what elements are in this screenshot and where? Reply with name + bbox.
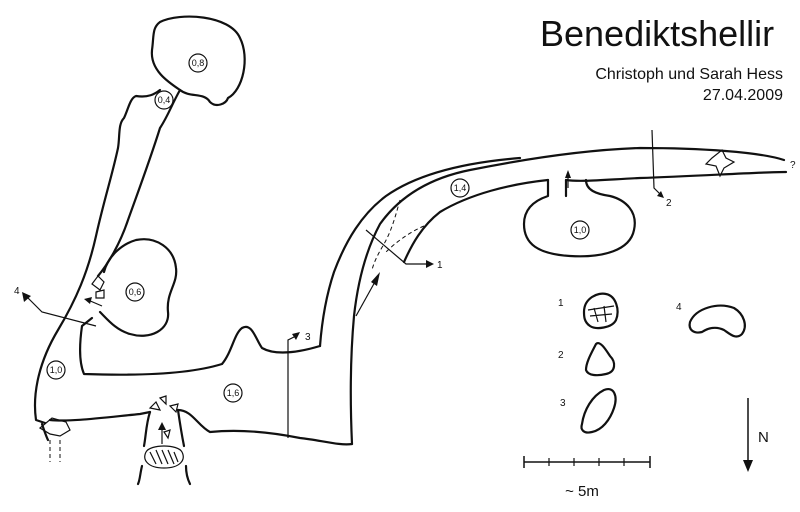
dashed-side-passage-a bbox=[371, 199, 401, 271]
entrance-rocks bbox=[148, 395, 179, 440]
section-label-3: 3 bbox=[305, 332, 311, 343]
map-title: Benediktshellir bbox=[540, 13, 774, 54]
southwest-exit-dashed bbox=[49, 440, 61, 462]
section-line-1-arrow bbox=[426, 260, 434, 268]
east-rock-feature bbox=[704, 149, 736, 178]
main-passage-west-wall bbox=[349, 146, 786, 446]
section-line-1 bbox=[365, 229, 430, 265]
section-line-4-arrow bbox=[22, 292, 31, 302]
legend-label-1: 1 bbox=[558, 298, 564, 309]
main-passage-east-wall bbox=[318, 156, 522, 348]
section-label-2: 2 bbox=[666, 198, 672, 209]
svg-text:1,0: 1,0 bbox=[574, 225, 587, 235]
legend-label-3: 3 bbox=[560, 398, 566, 409]
south-entrance-walls bbox=[136, 408, 192, 486]
north-label: N bbox=[758, 429, 769, 446]
depth-marker-1-4: 1,4 bbox=[450, 178, 470, 198]
side-chamber-arrow-head bbox=[565, 170, 571, 178]
depth-marker-0-6: 0,6 bbox=[125, 282, 145, 302]
section-line-4 bbox=[25, 295, 97, 327]
svg-text:0,4: 0,4 bbox=[158, 95, 171, 105]
north-arrow-icon bbox=[743, 398, 753, 472]
depth-marker-0-4: 0,4 bbox=[154, 90, 174, 110]
cross-section-1 bbox=[582, 292, 619, 330]
cross-section-2 bbox=[584, 342, 616, 377]
middle-chamber-outline bbox=[98, 238, 178, 337]
lower-corridor-upper-wall bbox=[78, 316, 322, 376]
svg-text:1,4: 1,4 bbox=[454, 183, 467, 193]
west-passage-inner-wall bbox=[96, 88, 182, 278]
dashed-side-passage-b bbox=[385, 225, 425, 253]
legend-label-4: 4 bbox=[676, 302, 682, 313]
svg-text:0,8: 0,8 bbox=[192, 58, 205, 68]
depth-marker-1-6: 1,6 bbox=[223, 383, 243, 403]
depth-marker-1-0-west: 1,0 bbox=[46, 360, 66, 380]
scale-bar bbox=[523, 456, 651, 468]
southwest-boulder bbox=[38, 417, 71, 437]
svg-text:0,6: 0,6 bbox=[129, 287, 142, 297]
middle-chamber-rocks bbox=[91, 275, 105, 299]
cross-section-1-hatch bbox=[587, 305, 615, 323]
unknown-continuation: ? bbox=[790, 160, 796, 171]
lower-corridor-lower-wall bbox=[48, 408, 354, 446]
depth-marker-1-0-east: 1,0 bbox=[570, 220, 590, 240]
entrance-arrow-head bbox=[158, 422, 166, 430]
svg-text:1,0: 1,0 bbox=[50, 365, 63, 375]
section-label-1: 1 bbox=[437, 260, 443, 271]
legend-label-2: 2 bbox=[558, 350, 564, 361]
section-line-2 bbox=[651, 129, 663, 197]
passage-flow-arrow bbox=[355, 279, 377, 317]
scale-label: ~ 5m bbox=[565, 483, 599, 500]
survey-date: 27.04.2009 bbox=[703, 87, 783, 104]
svg-text:1,6: 1,6 bbox=[227, 388, 240, 398]
west-passage-outer-wall bbox=[33, 88, 162, 425]
section-line-2-arrow bbox=[657, 191, 664, 198]
passage-flow-arrow-head bbox=[371, 272, 380, 286]
section-label-4: 4 bbox=[14, 286, 20, 297]
section-line-3-arrow bbox=[292, 332, 300, 340]
cross-section-4 bbox=[688, 304, 746, 338]
entrance-opening bbox=[144, 445, 184, 469]
depth-marker-0-8: 0,8 bbox=[188, 53, 208, 73]
upper-chamber-outline bbox=[150, 15, 246, 107]
entrance-hatch bbox=[149, 449, 179, 465]
section-line-3 bbox=[287, 335, 297, 438]
cross-section-3 bbox=[580, 388, 617, 434]
east-side-chamber bbox=[522, 178, 636, 258]
middle-chamber-arrow-head bbox=[84, 297, 92, 304]
authors: Christoph und Sarah Hess bbox=[595, 66, 783, 83]
